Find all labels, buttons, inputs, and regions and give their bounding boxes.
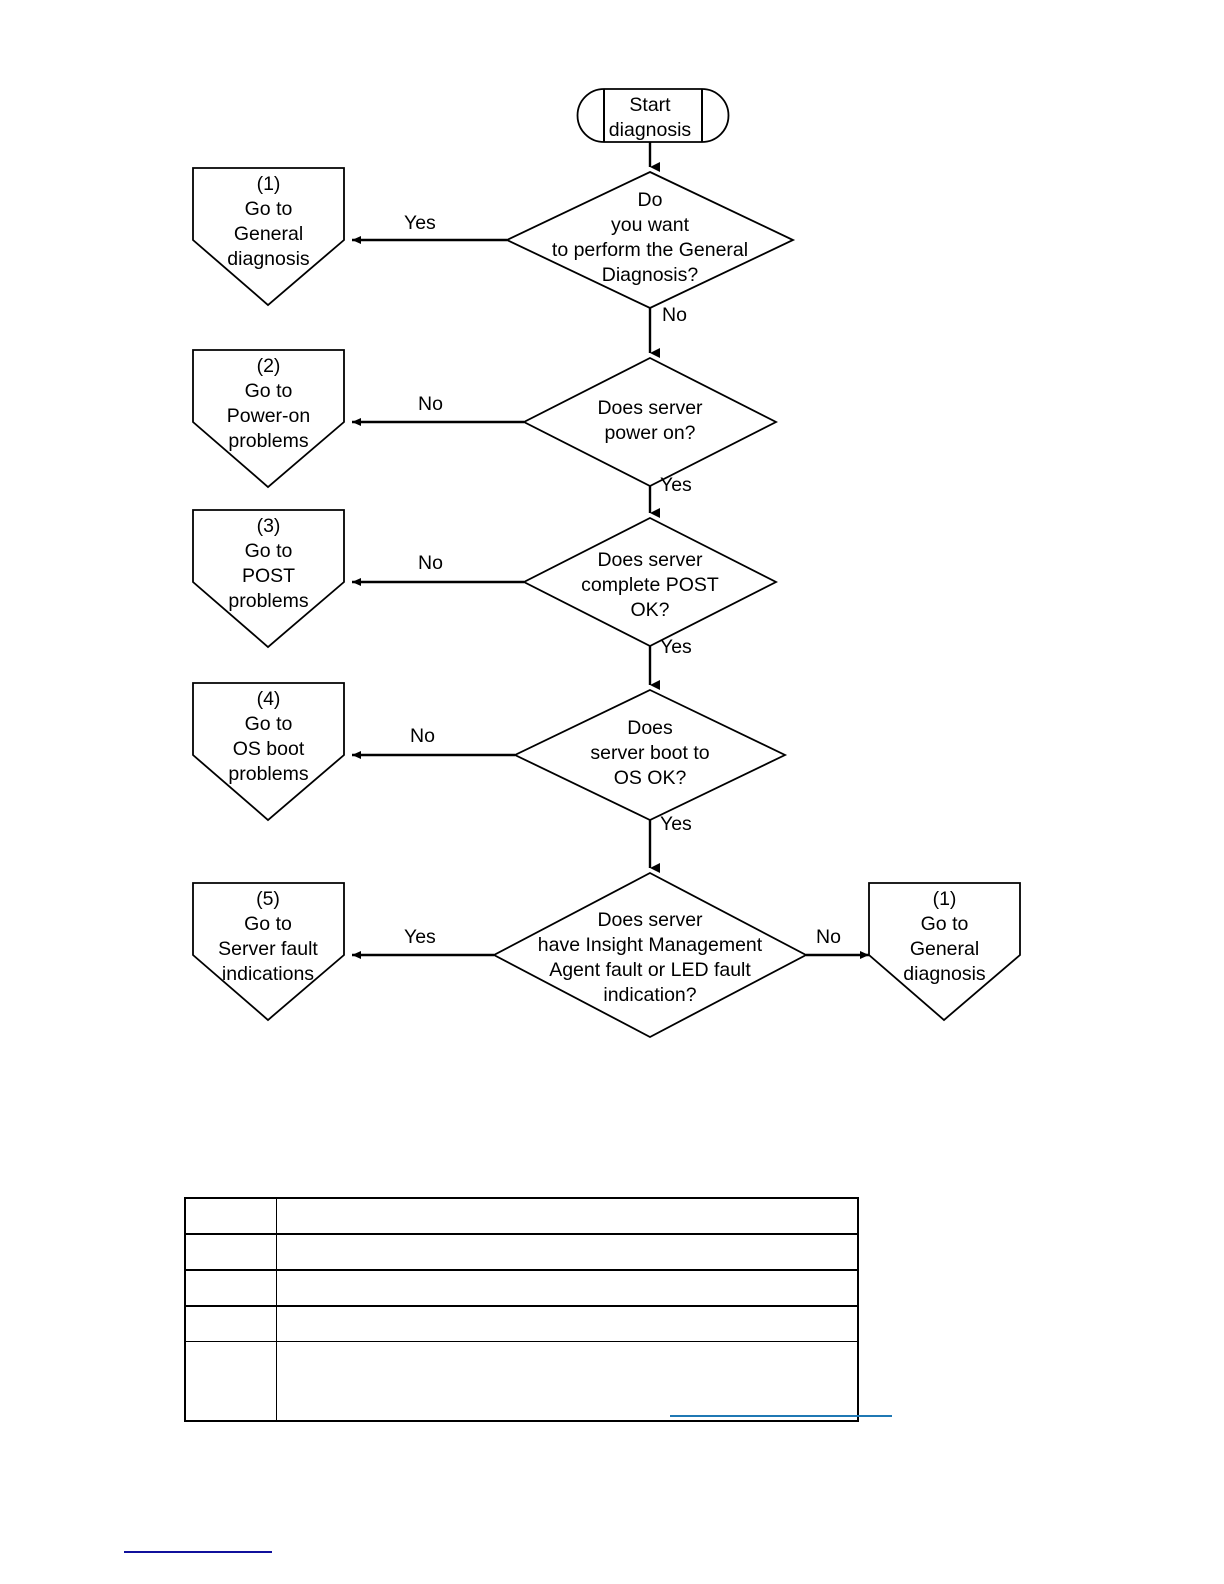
- node-goto-os-boot-problems[interactable]: [192, 682, 345, 822]
- table-row: [184, 1233, 859, 1271]
- node-goto-power-on-problems[interactable]: [192, 349, 345, 489]
- table-cell-label: [184, 1233, 277, 1271]
- node-decision-post-ok[interactable]: [522, 516, 778, 648]
- edge-label-d1-no: No: [662, 304, 687, 326]
- footnote-separator-rule: [124, 1551, 272, 1553]
- node-decision-general-diagnosis[interactable]: [504, 171, 796, 309]
- table-cell-label: [184, 1269, 277, 1307]
- edge-label-d2-no: No: [418, 393, 443, 415]
- table-cell-description: [276, 1233, 859, 1271]
- edge-label-d4-yes: Yes: [660, 813, 692, 835]
- table-row: [184, 1197, 859, 1235]
- node-start-diagnosis[interactable]: [576, 88, 730, 143]
- table-cell-label: [184, 1305, 277, 1342]
- hyperlink-underline[interactable]: [670, 1415, 892, 1417]
- table-cell-description: [276, 1305, 859, 1342]
- table-cell-description: [276, 1197, 859, 1235]
- table-cell-label: [184, 1197, 277, 1235]
- edge-label-d3-yes: Yes: [660, 636, 692, 658]
- node-goto-server-fault-indications[interactable]: [192, 882, 345, 1022]
- edge-label-d5-yes: Yes: [404, 926, 436, 948]
- table-row: [184, 1341, 892, 1422]
- table-cell-description: [276, 1341, 892, 1422]
- edge-label-d2-yes: Yes: [660, 474, 692, 496]
- edge-label-d4-no: No: [410, 725, 435, 747]
- table-cell-label: [184, 1341, 277, 1422]
- node-goto-post-problems[interactable]: [192, 509, 345, 649]
- table-row: [184, 1269, 859, 1307]
- legend-table: [184, 1197, 892, 1422]
- node-decision-power-on[interactable]: [522, 356, 778, 488]
- edge-label-d5-no: No: [816, 926, 841, 948]
- edge-label-d1-yes: Yes: [404, 212, 436, 234]
- node-decision-os-boot[interactable]: [512, 689, 788, 821]
- node-decision-fault-indication[interactable]: [492, 871, 808, 1039]
- node-goto-general-diagnosis-1[interactable]: [192, 167, 345, 307]
- edge-label-d3-no: No: [418, 552, 443, 574]
- table-row: [184, 1305, 859, 1342]
- node-goto-general-diagnosis-2[interactable]: [868, 882, 1021, 1022]
- table-cell-description: [276, 1269, 859, 1307]
